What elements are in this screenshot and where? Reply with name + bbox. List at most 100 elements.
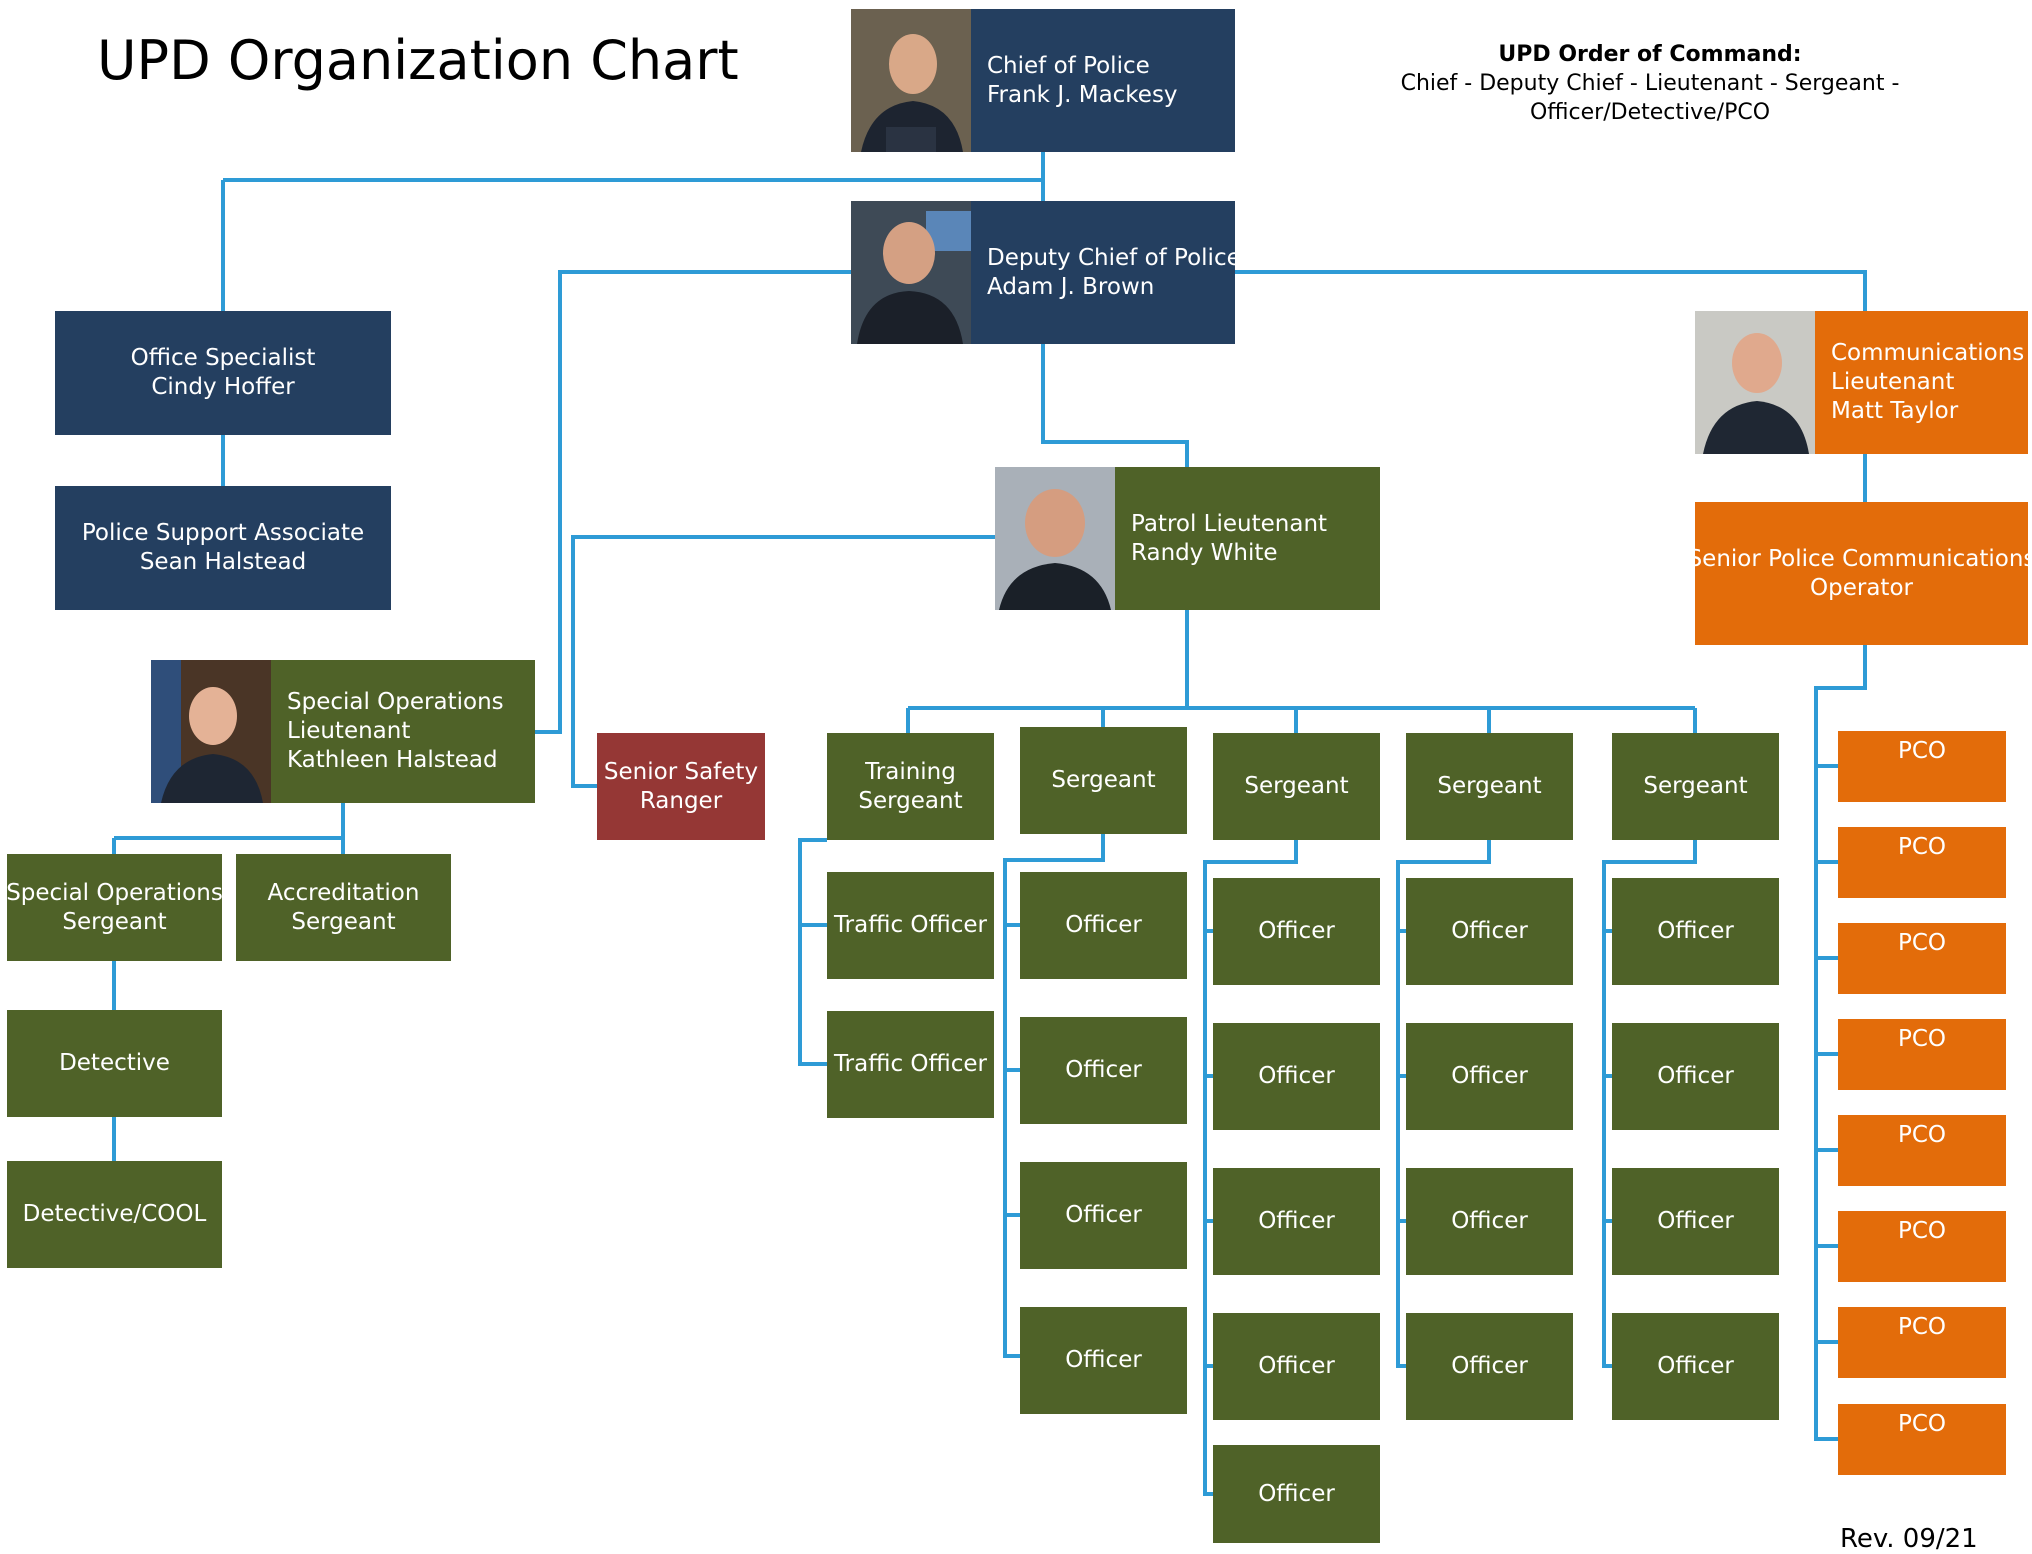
comms-lieutenant-rank: Lieutenant bbox=[1831, 369, 1955, 395]
patrol-lieutenant-box: Patrol Lieutenant Randy White bbox=[1115, 467, 1380, 610]
special-ops-sergeant-box: Special Operations Sergeant bbox=[6, 854, 223, 961]
special-ops-lieutenant-title: Special Operations bbox=[287, 689, 504, 715]
officer-box: Officer bbox=[1020, 1017, 1187, 1124]
officer-box: Officer bbox=[1020, 1162, 1187, 1269]
officer-label: Officer bbox=[1451, 1063, 1528, 1089]
accreditation-sergeant-line: Sergeant bbox=[291, 908, 396, 935]
support-associate-name: Sean Halstead bbox=[139, 549, 307, 575]
comms-lieutenant-photo bbox=[1695, 311, 1815, 454]
senior-comms-operator-line: Senior Police Communications bbox=[1687, 545, 2032, 572]
officer-label: Officer bbox=[1065, 1202, 1142, 1228]
connector-line bbox=[1396, 840, 1491, 1368]
pco-label: PCO bbox=[1897, 1122, 1947, 1148]
connector-line bbox=[1003, 834, 1105, 1358]
officer-label: Officer bbox=[1657, 1063, 1734, 1089]
traffic-officer-label: Traffic Officer bbox=[833, 912, 987, 938]
connector-line bbox=[798, 838, 827, 1066]
comms-lieutenant-title: Communications bbox=[1831, 340, 2025, 366]
connector-line bbox=[1235, 270, 1867, 311]
sergeant-label: Sergeant bbox=[1051, 767, 1156, 793]
pco-label: PCO bbox=[1897, 930, 1947, 956]
special-ops-lieutenant-name: Kathleen Halstead bbox=[287, 747, 498, 773]
office-specialist-title: Office Specialist bbox=[130, 345, 316, 371]
connector-line bbox=[1041, 344, 1189, 467]
officer-box: Officer bbox=[1406, 1023, 1573, 1130]
traffic-officer-box: Traffic Officer bbox=[827, 1011, 994, 1118]
officer-box: Officer bbox=[1406, 1313, 1573, 1420]
sergeant-box: Sergeant bbox=[1020, 727, 1187, 834]
chief-photo bbox=[851, 9, 971, 152]
office-specialist-name: Cindy Hoffer bbox=[151, 374, 295, 400]
sergeant-box: Sergeant bbox=[1406, 733, 1573, 840]
connector-line bbox=[571, 535, 995, 788]
pco-box: PCO bbox=[1838, 1211, 2006, 1282]
accreditation-sergeant-line: Accreditation bbox=[267, 879, 420, 906]
chief-title: Chief of Police bbox=[987, 52, 1150, 79]
special-ops-sergeant-line: Special Operations bbox=[6, 879, 223, 906]
pco-label: PCO bbox=[1897, 1411, 1947, 1437]
officer-box: Officer bbox=[1213, 878, 1380, 985]
pco-box: PCO bbox=[1838, 923, 2006, 994]
pco-box: PCO bbox=[1838, 731, 2006, 802]
support-associate-title: Police Support Associate bbox=[81, 520, 365, 546]
sergeant-label: Sergeant bbox=[1244, 773, 1349, 799]
officer-box: Officer bbox=[1213, 1313, 1380, 1420]
officer-box: Officer bbox=[1612, 1023, 1779, 1130]
deputy-photo bbox=[851, 201, 971, 344]
traffic-officer-box: Traffic Officer bbox=[827, 872, 994, 979]
deputy-title: Deputy Chief of Police bbox=[987, 244, 1241, 271]
officer-label: Officer bbox=[1657, 918, 1734, 944]
training-sergeant-box: Training Sergeant bbox=[827, 733, 994, 840]
officer-box: Officer bbox=[1612, 1168, 1779, 1275]
officer-box: Officer bbox=[1020, 1307, 1187, 1414]
officer-label: Officer bbox=[1258, 1480, 1335, 1507]
accreditation-sergeant-box: Accreditation Sergeant bbox=[236, 854, 451, 961]
pco-label: PCO bbox=[1897, 1026, 1947, 1052]
comms-lieutenant-box: Communications Lieutenant Matt Taylor bbox=[1815, 311, 2028, 454]
patrol-lieutenant-name: Randy White bbox=[1131, 539, 1278, 566]
officer-label: Officer bbox=[1258, 1208, 1335, 1234]
chief-box: Chief of Police Frank J. Mackesy bbox=[971, 9, 1235, 152]
officer-box: Officer bbox=[1612, 878, 1779, 985]
sergeant-box: Sergeant bbox=[1213, 733, 1380, 840]
sergeant-label: Sergeant bbox=[1437, 773, 1542, 799]
officer-label: Officer bbox=[1065, 1347, 1142, 1373]
pco-label: PCO bbox=[1897, 834, 1947, 860]
pco-label: PCO bbox=[1897, 1314, 1947, 1340]
officer-label: Officer bbox=[1258, 1063, 1335, 1089]
pco-box: PCO bbox=[1838, 1307, 2006, 1378]
pco-label: PCO bbox=[1897, 738, 1947, 764]
order-of-command-heading: UPD Order of Command: bbox=[1498, 42, 1802, 67]
senior-safety-ranger-box: Senior Safety Ranger bbox=[597, 733, 765, 840]
detective-box: Detective bbox=[7, 1010, 222, 1117]
special-ops-lieutenant-rank: Lieutenant bbox=[287, 718, 411, 744]
officer-box: Officer bbox=[1213, 1168, 1380, 1275]
training-sergeant-line: Training bbox=[865, 758, 956, 785]
officer-box: Officer bbox=[1406, 878, 1573, 985]
office-specialist-box: Office Specialist Cindy Hoffer bbox=[55, 311, 391, 435]
officer-label: Officer bbox=[1065, 1057, 1142, 1083]
officer-label: Officer bbox=[1451, 1208, 1528, 1234]
comms-lieutenant-name: Matt Taylor bbox=[1831, 398, 1959, 424]
officer-box: Officer bbox=[1213, 1023, 1380, 1130]
revision-label: Rev. 09/21 bbox=[1840, 1524, 1978, 1554]
pco-box: PCO bbox=[1838, 1019, 2006, 1090]
connector-line bbox=[1203, 840, 1298, 1496]
connector-line bbox=[1814, 645, 1867, 1441]
officer-label: Officer bbox=[1451, 1353, 1528, 1379]
support-associate-box: Police Support Associate Sean Halstead bbox=[55, 486, 391, 610]
pco-box: PCO bbox=[1838, 1115, 2006, 1186]
training-sergeant-line: Sergeant bbox=[858, 787, 963, 814]
senior-safety-ranger-line: Ranger bbox=[639, 787, 723, 814]
order-of-command-line: Officer/Detective/PCO bbox=[1529, 100, 1771, 125]
officer-label: Officer bbox=[1258, 918, 1335, 944]
officer-label: Officer bbox=[1065, 912, 1142, 938]
deputy-name: Adam J. Brown bbox=[987, 273, 1155, 300]
sergeant-label: Sergeant bbox=[1643, 773, 1748, 799]
detective-cool-label: Detective/COOL bbox=[22, 1201, 207, 1227]
officer-label: Officer bbox=[1451, 918, 1528, 944]
pco-box: PCO bbox=[1838, 1404, 2006, 1475]
officer-box: Officer bbox=[1020, 872, 1187, 979]
